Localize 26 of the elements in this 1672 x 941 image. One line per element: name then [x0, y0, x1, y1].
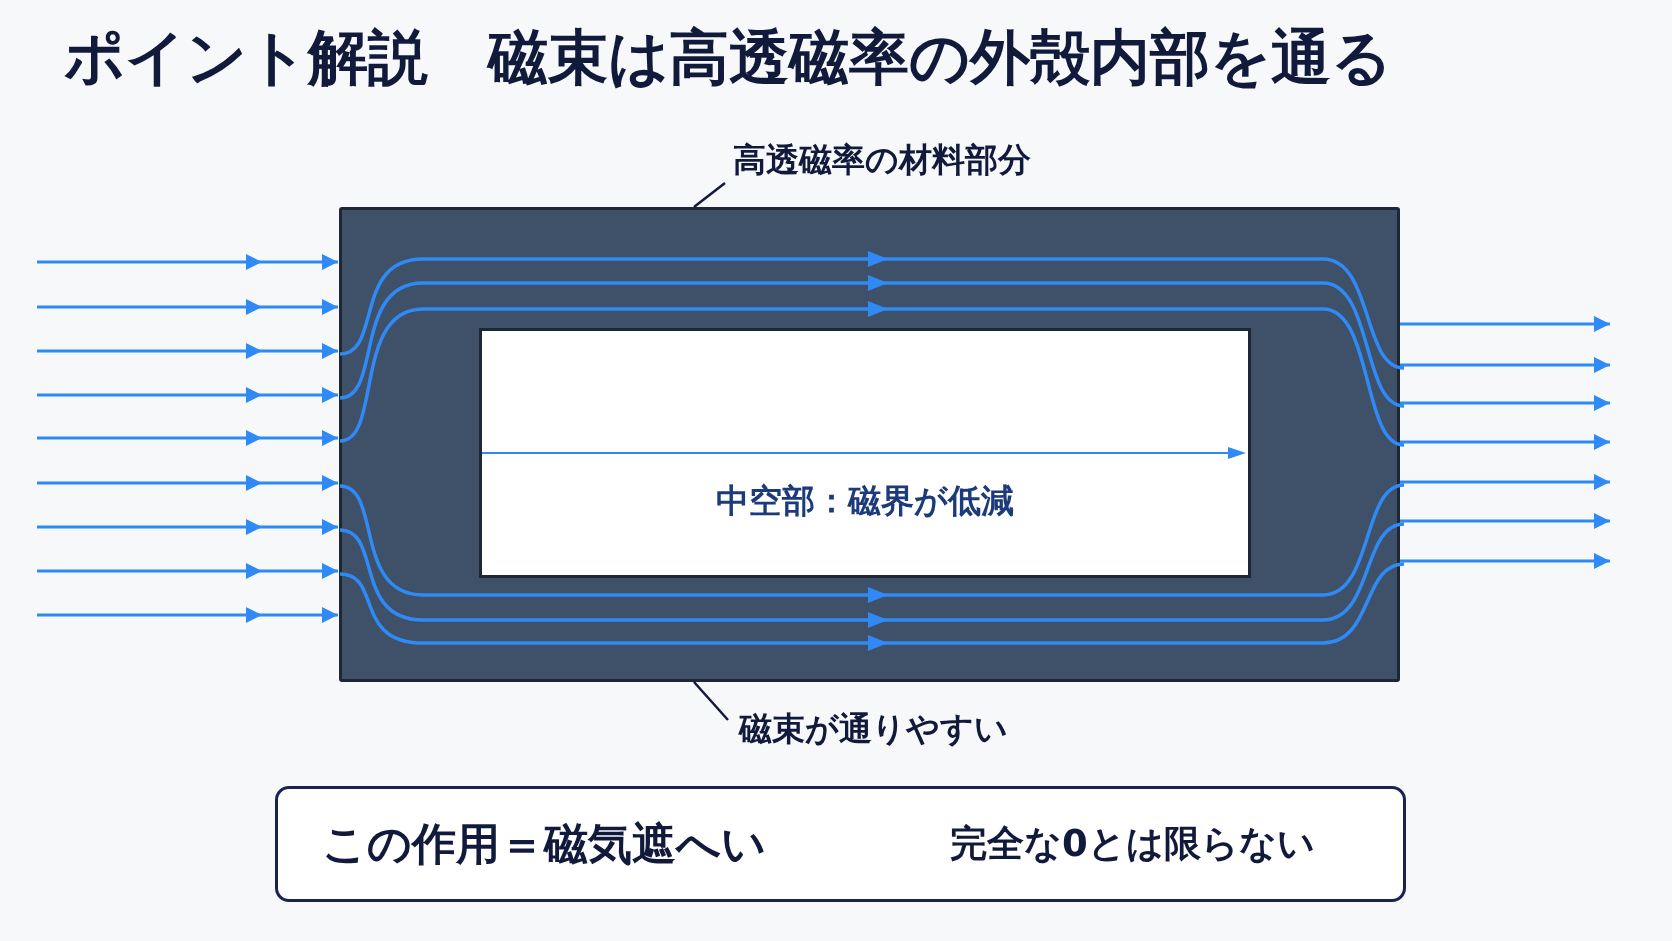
region-label: 中空部：磁界が低減 [715, 480, 1015, 522]
flux-arrow [37, 430, 338, 446]
flux-arrow [1400, 434, 1610, 450]
leader-line [693, 182, 726, 208]
callout-label: 高透磁率の材料部分 [733, 138, 1031, 183]
flux-arrow [1400, 395, 1610, 411]
flux-arrow [1400, 474, 1610, 490]
flux-arrow [37, 475, 338, 491]
summary-box [275, 786, 1406, 902]
flux-arrow [37, 343, 338, 359]
note-text: 完全な0とは限らない [950, 821, 1315, 867]
flux-arrow [37, 607, 338, 623]
flux-arrow [37, 254, 338, 270]
callout-label: 磁束が通りやすい [739, 707, 1008, 752]
flux-arrow [37, 299, 338, 315]
flux-arrow [1400, 513, 1610, 529]
flux-arrow [37, 563, 338, 579]
summary-text: この作用＝磁気遮へい [322, 816, 766, 871]
flux-arrow [1400, 357, 1610, 373]
flux-arrow [1400, 553, 1610, 569]
flux-arrow [1400, 316, 1610, 332]
hollow-region [479, 328, 1251, 578]
flux-arrow [37, 519, 338, 535]
title: ポイント解説 磁束は高透磁率の外殻内部を通る [64, 21, 1392, 94]
flux-arrow [37, 387, 338, 403]
leader-line [693, 681, 729, 721]
